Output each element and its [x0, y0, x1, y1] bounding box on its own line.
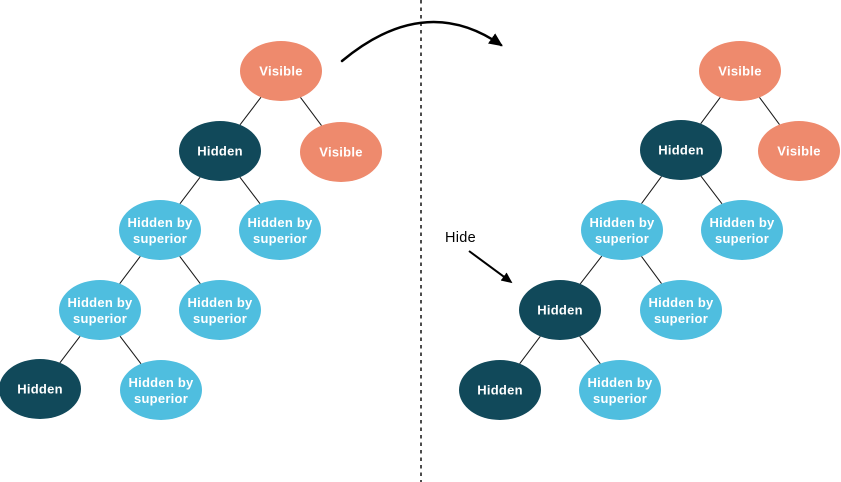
tree-edge: [59, 335, 81, 364]
node-label: Hidden: [477, 383, 523, 398]
node-ellipse: [120, 360, 202, 420]
tree-node-hidden: Hidden: [640, 120, 722, 180]
node-label: Hidden: [17, 382, 63, 397]
tree-node-hidden: Hidden: [0, 359, 81, 419]
transform-arrow-icon: [340, 20, 503, 63]
tree-node-hidden: Hidden: [459, 360, 541, 420]
tree-edge: [239, 96, 262, 126]
tree-edge: [179, 255, 201, 285]
tree-edge: [700, 96, 721, 125]
tree-edge: [300, 97, 322, 126]
tree-node-visible: Visible: [240, 41, 322, 101]
node-ellipse: [179, 121, 261, 181]
node-label: Hidden: [537, 303, 583, 318]
node-ellipse: [119, 200, 201, 260]
node-ellipse: [758, 121, 840, 181]
node-label: Hidden: [197, 144, 243, 159]
tree-edge: [179, 176, 201, 205]
tree-edge: [579, 335, 601, 365]
node-label: Visible: [259, 64, 302, 79]
node-ellipse: [0, 359, 81, 419]
tree-node-hidden: Hidden: [179, 121, 261, 181]
node-ellipse: [59, 280, 141, 340]
tree-edge: [641, 176, 662, 204]
node-ellipse: [579, 360, 661, 420]
tree-node-visible: Visible: [758, 121, 840, 181]
node-ellipse: [240, 41, 322, 101]
node-ellipse: [300, 122, 382, 182]
node-ellipse: [179, 280, 261, 340]
tree-edge: [700, 175, 723, 205]
tree-node-visible: Visible: [300, 122, 382, 182]
node-ellipse: [640, 280, 722, 340]
node-label: Hidden: [658, 143, 704, 158]
node-ellipse: [459, 360, 541, 420]
tree-node-visible: Visible: [699, 41, 781, 101]
node-label: Visible: [718, 64, 761, 79]
tree-edge: [519, 335, 541, 365]
node-ellipse: [239, 200, 321, 260]
node-label: Visible: [319, 145, 362, 160]
tree-edge: [239, 176, 261, 205]
tree-edge: [119, 255, 141, 285]
hide-arrow-icon: [468, 250, 513, 284]
node-ellipse: [701, 200, 783, 260]
tree-edge: [579, 255, 603, 285]
node-ellipse: [640, 120, 722, 180]
tree-edge: [641, 256, 662, 284]
node-ellipse: [581, 200, 663, 260]
node-ellipse: [699, 41, 781, 101]
node-ellipse: [519, 280, 601, 340]
tree-node-hidden: Hidden: [519, 280, 601, 340]
tree-edge: [119, 335, 142, 365]
tree-edge: [759, 97, 780, 125]
node-label: Visible: [777, 144, 820, 159]
hide-label: Hide: [445, 230, 477, 246]
